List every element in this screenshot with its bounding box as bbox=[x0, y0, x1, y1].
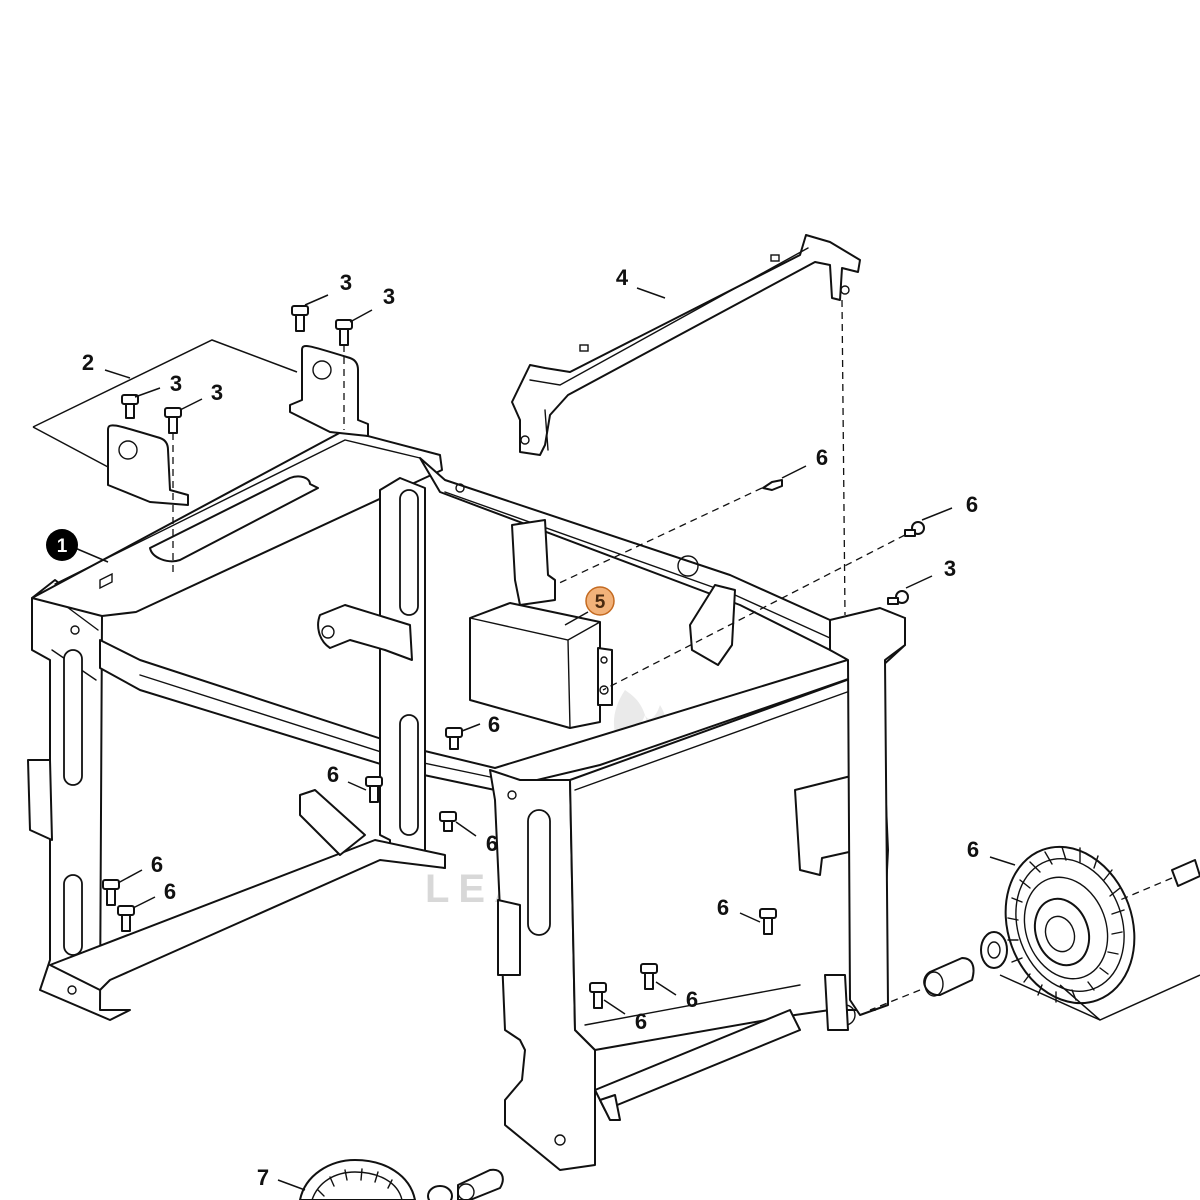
svg-text:5: 5 bbox=[595, 592, 606, 613]
control-module-box: 5 bbox=[469, 586, 615, 729]
main-frame bbox=[27, 429, 906, 1171]
bolt-6-c: 6 bbox=[439, 811, 498, 856]
handle-bar: 4 bbox=[511, 234, 861, 616]
svg-text:4: 4 bbox=[616, 265, 629, 290]
screw-6-a: 6 bbox=[554, 445, 828, 586]
highlighted-callout-badge bbox=[585, 586, 615, 616]
svg-text:6: 6 bbox=[327, 762, 339, 787]
bolt-3-a: 3 bbox=[291, 270, 352, 332]
svg-text:3: 3 bbox=[340, 270, 352, 295]
svg-text:6: 6 bbox=[164, 879, 176, 904]
svg-text:6: 6 bbox=[967, 837, 979, 862]
bolt-6-d: 6 bbox=[102, 852, 163, 906]
bolt-3-c: 3 bbox=[121, 371, 182, 419]
svg-text:6: 6 bbox=[686, 987, 698, 1012]
svg-text:3: 3 bbox=[170, 371, 182, 396]
bolt-3-b: 3 bbox=[335, 284, 395, 430]
bolt-6-h: 6 bbox=[589, 982, 647, 1034]
svg-text:6: 6 bbox=[486, 831, 498, 856]
svg-text:1: 1 bbox=[57, 536, 68, 557]
main-frame-callout: 1 bbox=[46, 529, 109, 563]
svg-text:6: 6 bbox=[488, 712, 500, 737]
svg-text:7: 7 bbox=[257, 1165, 269, 1190]
svg-text:6: 6 bbox=[717, 895, 729, 920]
svg-text:6: 6 bbox=[151, 852, 163, 877]
svg-text:3: 3 bbox=[211, 380, 223, 405]
wheel-bottom: 7 bbox=[257, 1159, 504, 1200]
bolt-6-g: 6 bbox=[640, 963, 698, 1012]
svg-text:3: 3 bbox=[944, 556, 956, 581]
bolt-6-e: 6 bbox=[117, 879, 176, 932]
svg-text:6: 6 bbox=[635, 1009, 647, 1034]
svg-text:6: 6 bbox=[816, 445, 828, 470]
svg-text:3: 3 bbox=[383, 284, 395, 309]
bolt-6-b: 6 bbox=[327, 762, 383, 803]
wheel-right: 6 bbox=[869, 837, 1200, 1021]
svg-text:6: 6 bbox=[966, 492, 978, 517]
screw-3-e: 3 bbox=[887, 556, 956, 605]
bolt-3-d: 3 bbox=[164, 380, 223, 575]
screw-6-b: 6 bbox=[602, 492, 978, 691]
svg-text:2: 2 bbox=[82, 350, 94, 375]
bolt-6-a: 6 bbox=[445, 712, 500, 750]
bracket-pair: 2 bbox=[32, 339, 369, 506]
bolt-6-f: 6 bbox=[717, 895, 777, 935]
